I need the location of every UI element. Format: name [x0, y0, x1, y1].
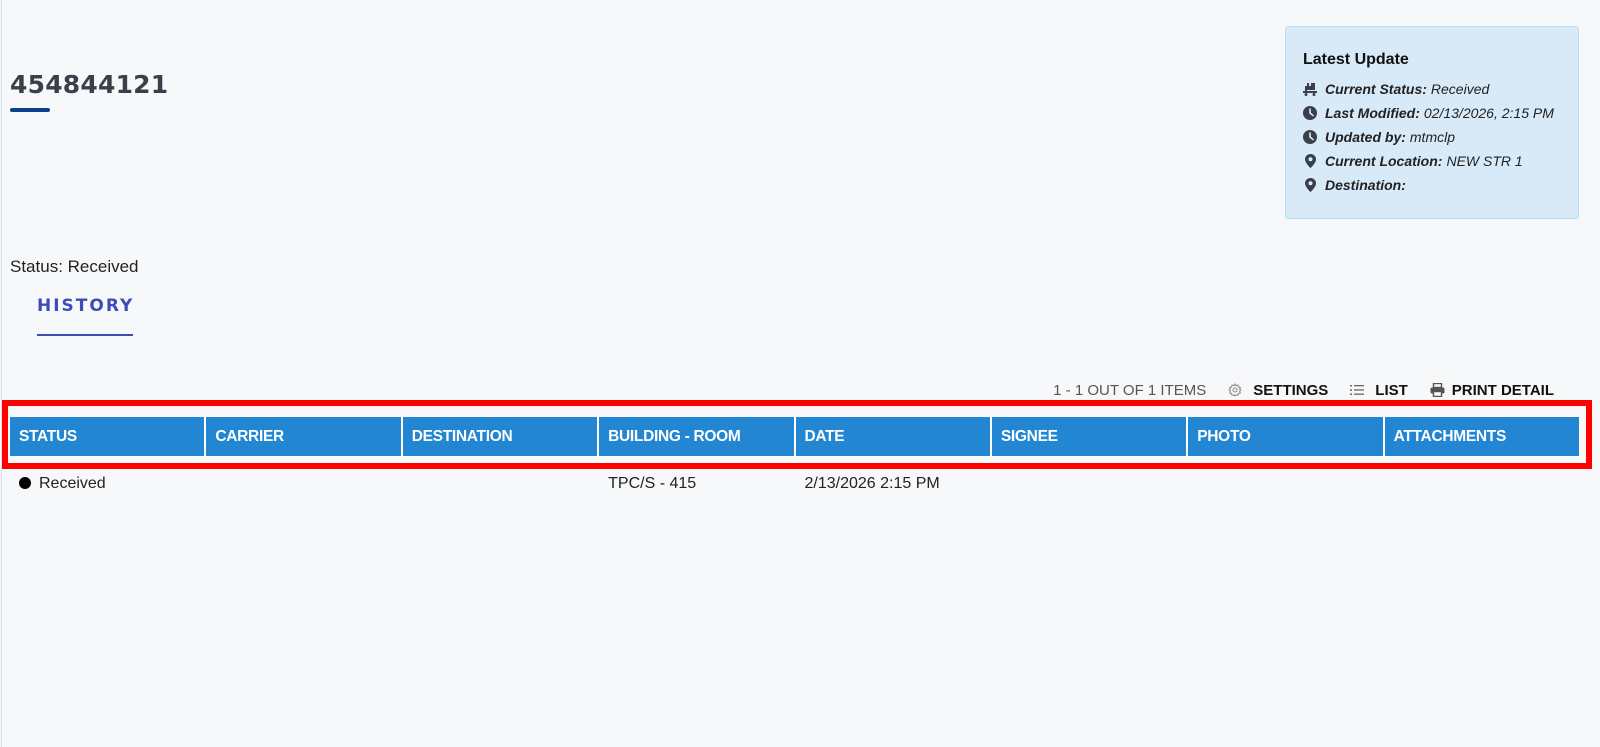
cell-photo — [1188, 472, 1382, 496]
column-header-destination[interactable]: DESTINATION — [402, 417, 598, 456]
table-toolbar: 1 - 1 OUT OF 1 ITEMS SETTINGS LIST PRINT… — [1053, 380, 1554, 400]
cell-building-room: TPC/S - 415 — [608, 475, 697, 492]
highlight-annotation — [2, 400, 1592, 469]
list-button[interactable]: LIST — [1350, 382, 1408, 399]
settings-label: SETTINGS — [1253, 381, 1329, 399]
latest-update-panel: Latest Update Current Status: Received L… — [1285, 26, 1579, 219]
destination-row: Destination: — [1303, 176, 1410, 194]
status-value: Received — [39, 475, 106, 492]
current-status-label: Current Status: — [1325, 81, 1427, 97]
cell-status: Received — [10, 472, 204, 496]
status-dot-icon — [19, 477, 31, 489]
updated-by-label: Updated by: — [1325, 129, 1406, 145]
last-modified-value: 02/13/2026, 2:15 PM — [1423, 105, 1554, 121]
tab-history[interactable]: HISTORY — [37, 296, 133, 336]
gear-icon — [1228, 383, 1243, 397]
cell-signee — [992, 472, 1186, 496]
status-text: Status: Received — [10, 257, 139, 276]
current-status-row: Current Status: Received — [1303, 80, 1489, 98]
print-detail-label: PRINT DETAIL — [1451, 381, 1554, 399]
column-header-building-room[interactable]: BUILDING - ROOM — [599, 417, 794, 456]
clock-icon — [1303, 106, 1317, 120]
latest-update-title: Latest Update — [1303, 51, 1409, 68]
list-icon — [1350, 384, 1365, 396]
current-location-label: Current Location: — [1325, 153, 1443, 169]
column-header-photo[interactable]: PHOTO — [1188, 417, 1383, 456]
current-location-row: Current Location: NEW STR 1 — [1303, 152, 1523, 170]
title-underline — [10, 108, 50, 112]
clock-icon — [1303, 130, 1317, 144]
updated-by-value: mtmclp — [1409, 129, 1456, 145]
column-header-attachments[interactable]: ATTACHMENTS — [1384, 417, 1579, 456]
updated-by-row: Updated by: mtmclp — [1303, 128, 1455, 146]
item-count: 1 - 1 OUT OF 1 ITEMS — [1053, 381, 1207, 399]
map-pin-icon — [1303, 178, 1317, 192]
printer-icon — [1430, 383, 1445, 397]
print-detail-button[interactable]: PRINT DETAIL — [1430, 382, 1554, 399]
page-left-border — [1, 0, 2, 747]
map-pin-icon — [1303, 154, 1317, 168]
column-header-carrier[interactable]: CARRIER — [206, 417, 401, 456]
last-modified-label: Last Modified: — [1325, 105, 1420, 121]
list-label: LIST — [1375, 381, 1408, 399]
current-status-value: Received — [1430, 81, 1490, 97]
settings-button[interactable]: SETTINGS — [1228, 382, 1328, 399]
page-title: 454844121 — [10, 70, 169, 99]
column-header-status[interactable]: STATUS — [10, 417, 205, 456]
table-header: STATUS CARRIER DESTINATION BUILDING - RO… — [10, 417, 1579, 456]
last-modified-row: Last Modified: 02/13/2026, 2:15 PM — [1303, 104, 1554, 122]
column-header-date[interactable]: DATE — [795, 417, 990, 456]
table-row[interactable]: Received TPC/S - 415 2/13/2026 2:15 PM — [10, 472, 1579, 496]
dolly-icon — [1303, 82, 1317, 96]
tab-history-label: HISTORY — [37, 296, 135, 316]
cell-attachments — [1385, 472, 1579, 496]
current-location-value: NEW STR 1 — [1446, 153, 1523, 169]
cell-carrier — [206, 472, 400, 496]
tab-active-indicator — [37, 334, 133, 336]
cell-destination — [403, 472, 597, 496]
cell-date: 2/13/2026 2:15 PM — [804, 475, 940, 492]
column-header-signee[interactable]: SIGNEE — [991, 417, 1187, 456]
destination-label: Destination: — [1325, 177, 1406, 193]
